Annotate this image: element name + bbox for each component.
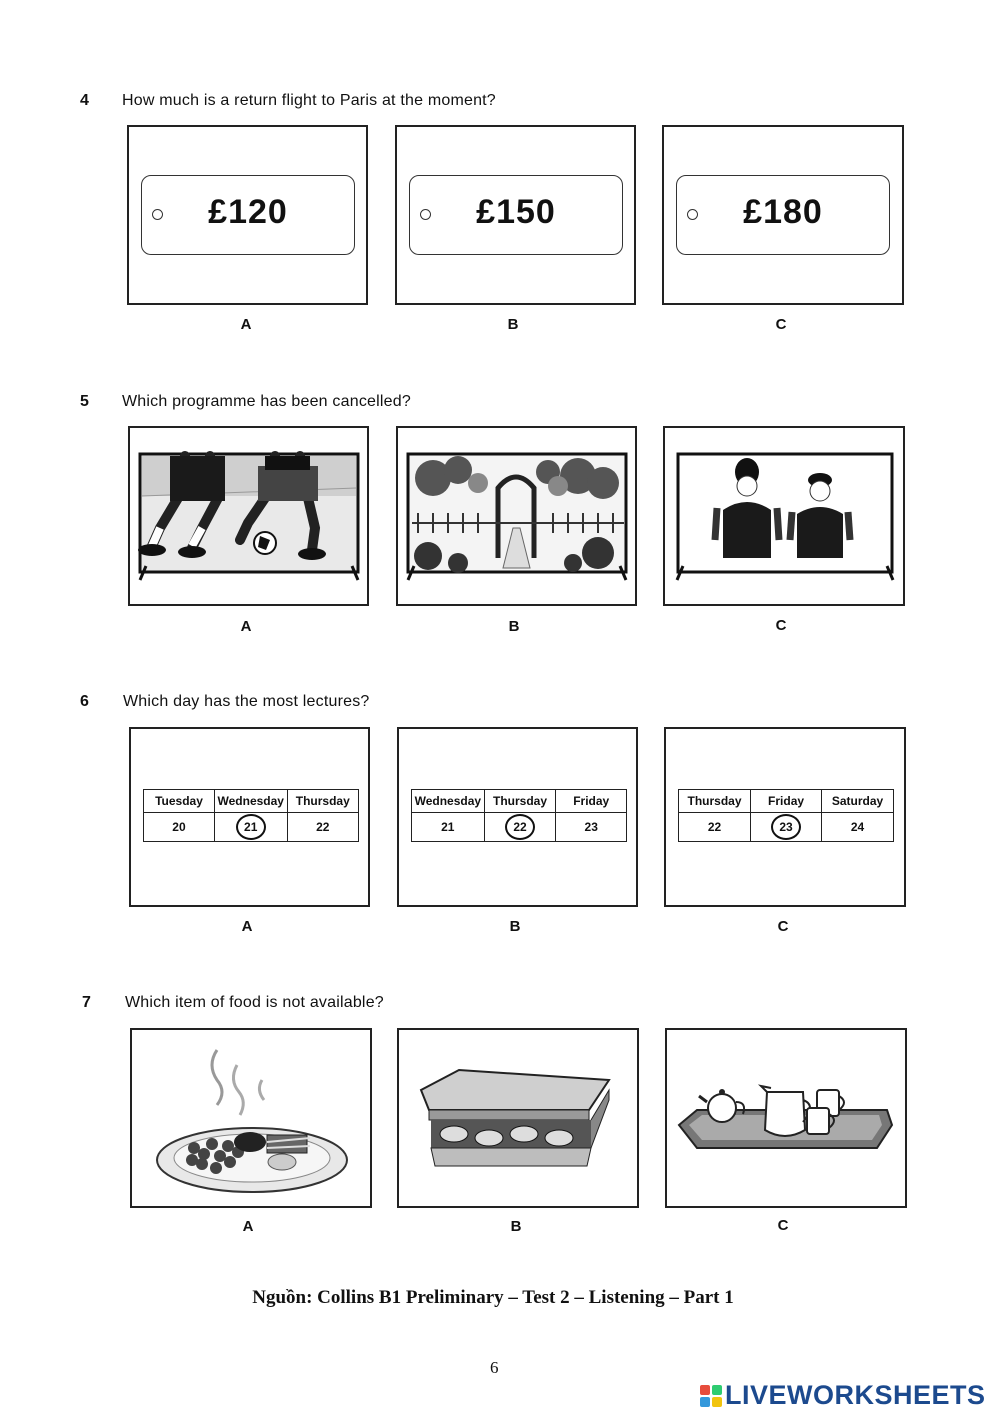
calendar-table: Thursday Friday Saturday 22 23 24 (677, 789, 894, 842)
date-cell: 22 (286, 812, 359, 842)
option-6c-label: C (777, 918, 789, 935)
date-cell: 20 (143, 812, 215, 842)
day-label: Wednesday (213, 789, 288, 813)
option-4a-box[interactable]: £120 (127, 125, 368, 305)
police-tv-icon (675, 452, 895, 581)
football-tv-icon (138, 451, 360, 581)
price-text: £120 (208, 193, 288, 231)
page-number: 6 (490, 1358, 499, 1377)
option-7a-box[interactable] (130, 1028, 372, 1208)
day-label: Wednesday (411, 789, 485, 813)
option-5c-label: C (775, 617, 787, 634)
day-label: Tuesday (143, 789, 215, 813)
option-7c-label: C (777, 1217, 789, 1234)
day-label: Friday (555, 789, 627, 813)
question-7-number: 7 (82, 994, 91, 1011)
tea-tray-icon (677, 1084, 894, 1149)
option-7c-box[interactable] (665, 1028, 907, 1208)
liveworksheets-logo-icon (700, 1384, 722, 1407)
liveworksheets-logo: LIVEWORKSHEETS (700, 1380, 986, 1411)
date-cell: 24 (821, 812, 894, 842)
option-6a-label: A (241, 918, 253, 935)
calendar-table: Tuesday Wednesday Thursday 20 21 22 (143, 789, 359, 842)
date-cell: 22 (677, 812, 752, 842)
question-6-text: Which day has the most lectures? (123, 693, 370, 710)
tag-hole-icon (152, 209, 163, 220)
price-tag: £180 (676, 175, 890, 255)
source-credit: Nguồn: Collins B1 Preliminary – Test 2 –… (252, 1287, 734, 1308)
question-4-number: 4 (80, 92, 89, 109)
day-label: Thursday (677, 789, 752, 813)
option-5a-label: A (240, 618, 252, 635)
circled-date: 21 (235, 814, 266, 840)
option-5c-box[interactable] (663, 426, 905, 606)
circled-date: 22 (505, 814, 536, 840)
question-5-text: Which programme has been cancelled? (122, 393, 411, 410)
option-7a-label: A (242, 1218, 254, 1235)
price-text: £180 (743, 193, 823, 231)
tag-hole-icon (687, 209, 698, 220)
calendar-table: Wednesday Thursday Friday 21 22 23 (411, 789, 627, 842)
option-6b-box[interactable]: Wednesday Thursday Friday 21 22 23 (397, 727, 638, 907)
question-6-number: 6 (80, 693, 89, 710)
question-7-text: Which item of food is not available? (125, 994, 384, 1011)
question-5-number: 5 (80, 393, 89, 410)
question-4-text: How much is a return flight to Paris at … (122, 92, 496, 109)
option-7b-label: B (510, 1218, 522, 1235)
price-text: £150 (476, 193, 556, 231)
day-label: Thursday (483, 789, 557, 813)
circled-date: 23 (771, 814, 802, 840)
option-4b-label: B (507, 316, 519, 333)
option-6a-box[interactable]: Tuesday Wednesday Thursday 20 21 22 (129, 727, 370, 907)
option-6c-box[interactable]: Thursday Friday Saturday 22 23 24 (664, 727, 906, 907)
date-cell: 21 (411, 812, 485, 842)
tag-hole-icon (420, 209, 431, 220)
day-label: Saturday (821, 789, 894, 813)
hot-meal-plate-icon (156, 1049, 348, 1193)
option-4c-label: C (775, 316, 787, 333)
option-6b-label: B (509, 918, 521, 935)
garden-tv-icon (406, 452, 628, 581)
price-tag: £150 (409, 175, 623, 255)
brand-text: LIVEWORKSHEETS (725, 1380, 986, 1410)
option-5b-box[interactable] (396, 426, 637, 606)
option-5b-label: B (508, 618, 520, 635)
sandwich-icon (419, 1068, 611, 1167)
option-4b-box[interactable]: £150 (395, 125, 636, 305)
day-label: Thursday (286, 789, 359, 813)
day-label: Friday (750, 789, 823, 813)
price-tag: £120 (141, 175, 355, 255)
date-cell: 23 (555, 812, 627, 842)
option-4c-box[interactable]: £180 (662, 125, 904, 305)
option-5a-box[interactable] (128, 426, 369, 606)
option-7b-box[interactable] (397, 1028, 639, 1208)
option-4a-label: A (240, 316, 252, 333)
